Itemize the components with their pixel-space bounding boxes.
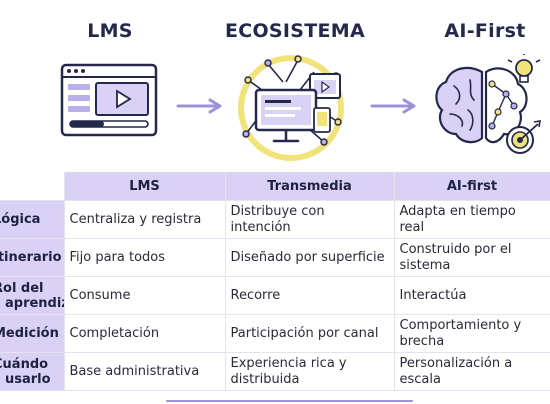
table-cell: Distribuye con intención bbox=[225, 200, 395, 239]
lms-browser-icon bbox=[60, 63, 158, 137]
lightbulb-icon bbox=[507, 54, 541, 83]
row-label: Lógica bbox=[0, 200, 65, 239]
table-cell: Construido por el sistema bbox=[394, 238, 550, 277]
table-cell: Participación por canal bbox=[225, 314, 395, 353]
table-cell: Recorre bbox=[225, 276, 395, 315]
table-cell: Completación bbox=[64, 314, 226, 353]
table-row: Medición Completación Participación por … bbox=[0, 314, 550, 353]
title-lms: LMS bbox=[87, 20, 133, 42]
table-cell: Adapta en tiempo real bbox=[394, 200, 550, 239]
table-cell: Comportamiento y brecha bbox=[394, 314, 550, 353]
title-ecosistema: ECOSISTEMA bbox=[224, 20, 366, 42]
table-cell: Fijo para todos bbox=[64, 238, 226, 277]
arrow-right-icon bbox=[370, 98, 416, 114]
target-icon bbox=[506, 120, 541, 154]
table-cell: Interactúa bbox=[394, 276, 550, 315]
table-cell: Centraliza y registra bbox=[64, 200, 226, 239]
table-row: Lógica Centraliza y registra Distribuye … bbox=[0, 200, 550, 239]
title-ai-first: AI-First bbox=[444, 20, 526, 42]
header-ai-first: AI-first bbox=[394, 172, 550, 201]
row-label: Rol del aprendiz bbox=[0, 276, 65, 315]
table-row: Rol del aprendiz Consume Recorre Interac… bbox=[0, 276, 550, 315]
table-cell: Diseñado por superficie bbox=[225, 238, 395, 277]
table-row: Cuándo usarlo Base administrativa Experi… bbox=[0, 352, 550, 391]
comparison-table: LMS Transmedia AI-first Lógica Centraliz… bbox=[0, 172, 550, 391]
row-label: Itinerario bbox=[0, 238, 65, 277]
table-header-row: LMS Transmedia AI-first bbox=[0, 172, 550, 201]
brain-icon bbox=[435, 54, 541, 154]
table-cell: Experiencia rica y distribuida bbox=[225, 352, 395, 391]
row-label: Cuándo usarlo bbox=[0, 352, 65, 391]
hero-section: LMS ECOSISTEMA AI-First bbox=[0, 0, 550, 172]
table-row: Itinerario Fijo para todos Diseñado por … bbox=[0, 238, 550, 277]
header-empty-cell bbox=[0, 172, 65, 201]
ecosystem-network-icon bbox=[238, 55, 344, 161]
table-cell: Base administrativa bbox=[64, 352, 226, 391]
table-cell: Consume bbox=[64, 276, 226, 315]
table-cell: Personalización a escala bbox=[394, 352, 550, 391]
bottom-divider bbox=[166, 400, 413, 402]
arrow-right-icon bbox=[176, 98, 222, 114]
header-transmedia: Transmedia bbox=[225, 172, 395, 201]
header-lms: LMS bbox=[64, 172, 226, 201]
row-label: Medición bbox=[0, 314, 65, 353]
